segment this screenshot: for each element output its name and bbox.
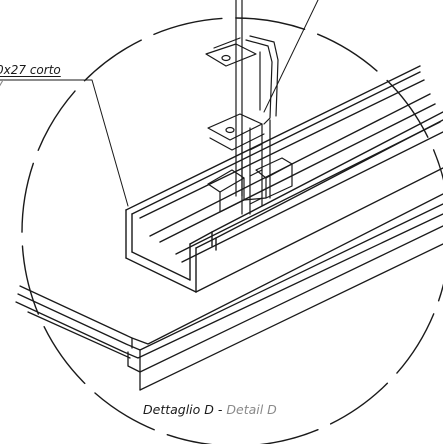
channel-profile xyxy=(125,65,443,293)
caption-separator: - xyxy=(213,402,227,417)
callout-label-english: 7 xyxy=(0,78,4,92)
leader-lines xyxy=(0,0,319,207)
ceiling-panel xyxy=(15,193,443,391)
caption-english: Detail D xyxy=(226,402,277,417)
hanger-bracket xyxy=(205,35,293,215)
detail-caption: Dettaglio D - Detail D xyxy=(140,402,280,418)
callout-label-italian: 0x27 corto xyxy=(0,63,61,77)
caption-italian: Dettaglio D xyxy=(143,402,214,417)
detail-circle xyxy=(21,17,443,444)
threaded-rod xyxy=(235,0,243,197)
